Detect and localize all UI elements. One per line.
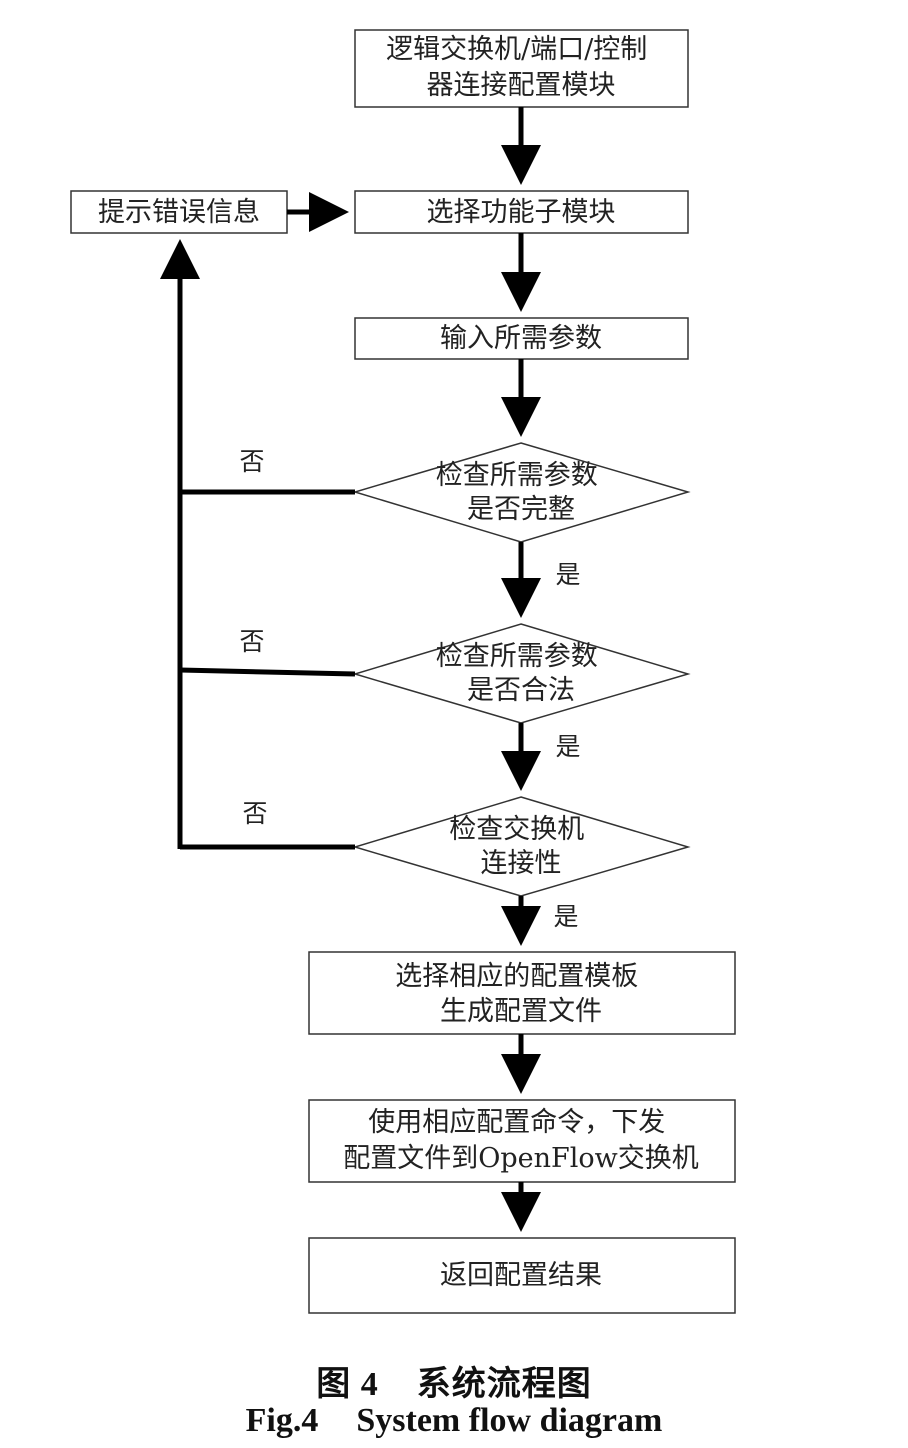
decision-params-complete	[352, 442, 691, 543]
text-switch-connectivity: 检查交换机 连接性	[449, 814, 593, 879]
flowchart: 逻辑交换机/端口/控制 器连接配置模块 选择功能子模块 提示错误信息 输入所需参…	[70, 29, 736, 1314]
text-config-module: 逻辑交换机/端口/控制 器连接配置模块	[386, 34, 656, 101]
text-params-valid: 检查所需参数 是否合法	[436, 641, 607, 706]
text-generate-config: 选择相应的配置模板 生成配置文件	[395, 961, 647, 1027]
text-return-result: 返回配置结果	[440, 1260, 602, 1291]
decision-switch-connectivity	[352, 796, 691, 897]
box-input-params	[354, 317, 689, 360]
caption-cn-title: 系统流程图	[416, 1366, 592, 1403]
label-yes-3: 是	[553, 902, 578, 931]
caption-cn: 图 4 系统流程图	[0, 1356, 908, 1405]
label-no-1: 否	[239, 447, 264, 476]
caption-en-fig: Fig.4	[245, 1402, 319, 1439]
text-params-complete: 检查所需参数 是否完整	[436, 460, 607, 525]
box-deploy-config	[308, 1099, 736, 1183]
label-no-2: 否	[239, 627, 264, 656]
text-input-params: 输入所需参数	[440, 323, 602, 354]
label-yes-2: 是	[555, 732, 580, 761]
box-return-result	[308, 1237, 736, 1314]
decision-params-valid	[352, 623, 691, 724]
box-generate-config	[308, 951, 736, 1035]
text-error-message: 提示错误信息	[98, 197, 260, 228]
box-error-message	[70, 190, 288, 234]
text-select-submodule: 选择功能子模块	[427, 197, 616, 228]
line-no-2	[179, 667, 356, 677]
text-deploy-config: 使用相应配置命令，下发 配置文件到OpenFlow交换机	[343, 1107, 699, 1174]
box-select-submodule	[354, 190, 689, 234]
caption-en-title: System flow diagram	[356, 1402, 663, 1439]
caption-en: Fig.4 System flow diagram	[0, 1402, 908, 1440]
label-yes-1: 是	[555, 560, 580, 589]
label-no-3: 否	[242, 799, 267, 828]
caption-cn-fig: 图 4	[316, 1366, 379, 1403]
box-config-module	[354, 29, 689, 108]
